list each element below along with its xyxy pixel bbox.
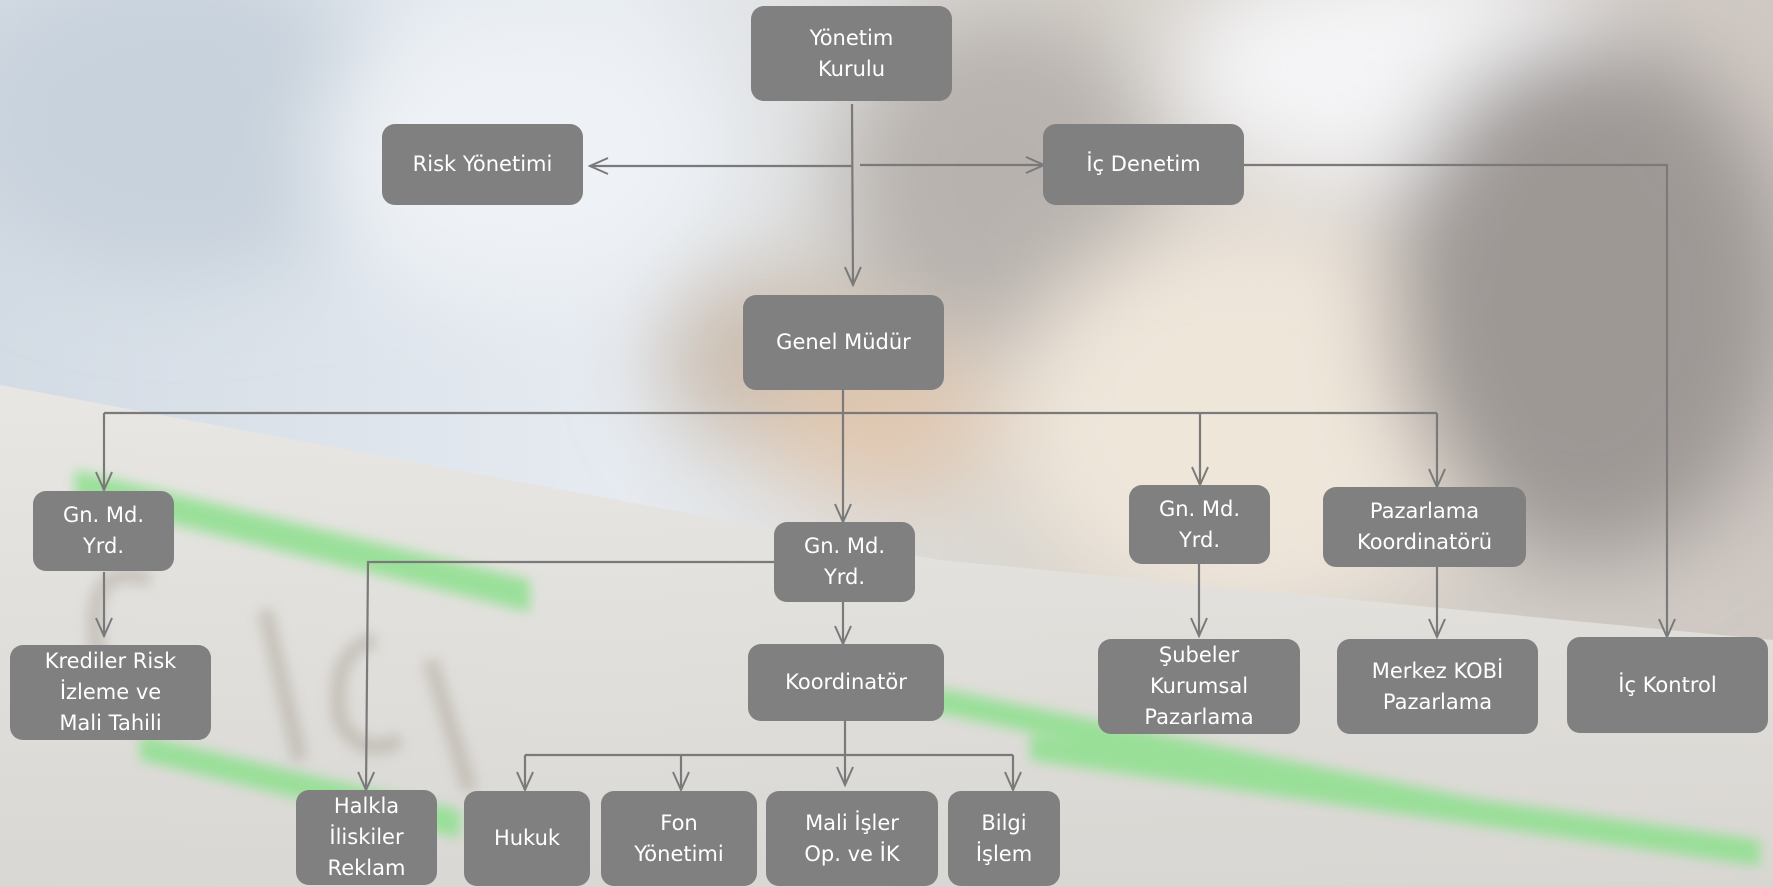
node-public-relations[interactable]: Halkla İliskiler Reklam <box>296 790 437 885</box>
node-risk-management[interactable]: Risk Yönetimi <box>382 124 583 205</box>
connector-audit-to-control <box>1244 163 1667 637</box>
node-coordinator[interactable]: Koordinatör <box>748 644 944 721</box>
node-credit-risk-monitoring[interactable]: Krediler Risk İzleme ve Mali Tahili <box>10 645 211 740</box>
node-board-of-directors[interactable]: Yönetim Kurulu <box>751 6 952 101</box>
node-legal[interactable]: Hukuk <box>464 791 590 886</box>
node-deputy-gm-right[interactable]: Gn. Md. Yrd. <box>1129 485 1270 564</box>
node-deputy-gm-center[interactable]: Gn. Md. Yrd. <box>774 522 915 602</box>
node-branches-corporate-marketing[interactable]: Şubeler Kurumsal Pazarlama <box>1098 639 1300 734</box>
connector-gmy-center-to-pr <box>366 560 774 790</box>
node-finance-operations-hr[interactable]: Mali İşler Op. ve İK <box>766 791 938 886</box>
connector-board-to-gm <box>852 103 853 285</box>
node-internal-control[interactable]: İç Kontrol <box>1567 637 1768 733</box>
node-it[interactable]: Bilgi İşlem <box>948 791 1060 886</box>
node-marketing-coordinator[interactable]: Pazarlama Koordinatörü <box>1323 487 1526 567</box>
node-fund-management[interactable]: Fon Yönetimi <box>601 791 757 886</box>
node-internal-audit[interactable]: İç Denetim <box>1043 124 1244 205</box>
node-deputy-gm-left[interactable]: Gn. Md. Yrd. <box>33 491 174 571</box>
node-general-manager[interactable]: Genel Müdür <box>743 295 944 390</box>
node-central-sme-marketing[interactable]: Merkez KOBİ Pazarlama <box>1337 639 1538 734</box>
